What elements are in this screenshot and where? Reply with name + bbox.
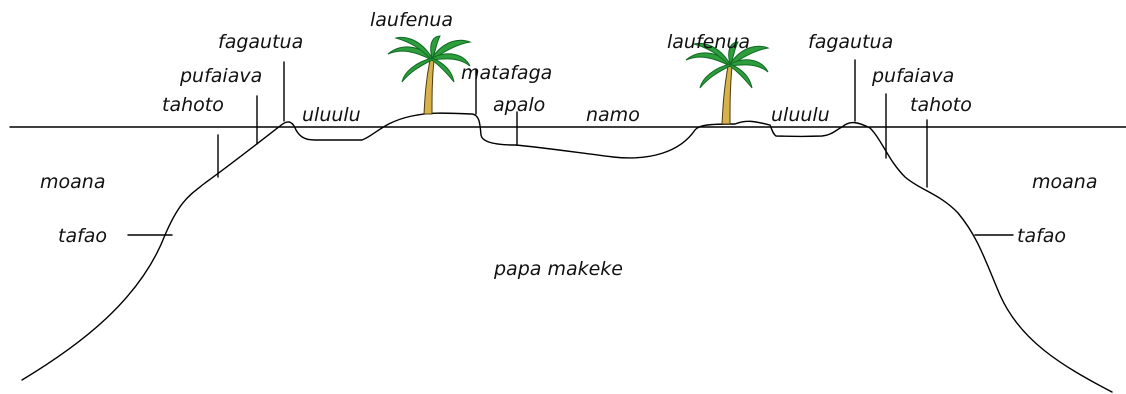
label-papa-makeke: papa makeke — [493, 258, 623, 280]
palm-trunk-left — [423, 59, 435, 115]
label-apalo: apalo — [493, 94, 545, 116]
label-moana-right: moana — [1032, 171, 1097, 193]
label-uluulu-left: uluulu — [302, 104, 361, 126]
label-fagautua-left: fagautua — [218, 31, 303, 53]
reef-profile-outline — [21, 112, 1113, 393]
label-laufenua-right: laufenua — [667, 31, 750, 53]
palm-tree-left-icon — [387, 35, 472, 115]
label-uluulu-right: uluulu — [771, 104, 830, 126]
label-laufenua-left: laufenua — [370, 9, 453, 31]
palm-trunk-right — [721, 65, 733, 125]
label-matafaga: matafaga — [461, 62, 552, 84]
label-tafao-right: tafao — [1017, 225, 1066, 247]
label-namo: namo — [586, 104, 640, 126]
label-pufaiava-left: pufaiava — [179, 65, 262, 87]
label-tafao-left: tafao — [58, 225, 107, 247]
palm-tree-right-icon — [685, 41, 770, 125]
label-fagautua-right: fagautua — [808, 31, 893, 53]
label-tahoto-left: tahoto — [162, 94, 224, 116]
label-pufaiava-right: pufaiava — [871, 65, 954, 87]
label-tahoto-right: tahoto — [910, 94, 972, 116]
label-moana-left: moana — [40, 171, 105, 193]
